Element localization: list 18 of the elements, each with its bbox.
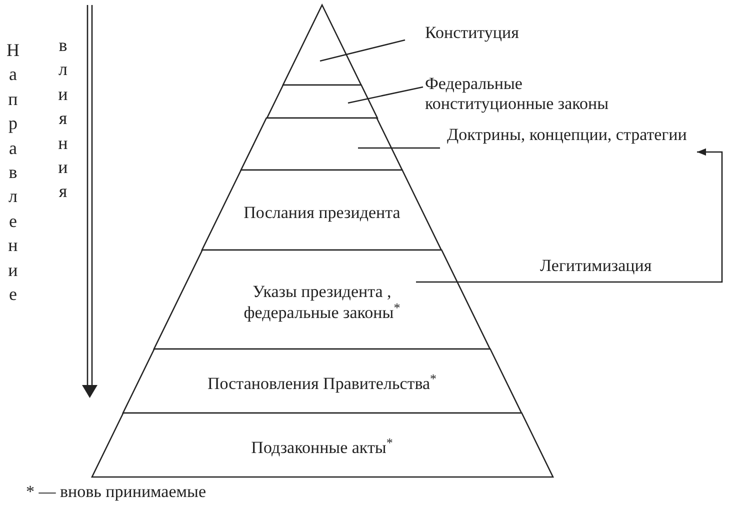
tier-label: Послания президента xyxy=(244,202,400,222)
leader-line xyxy=(348,86,424,104)
footnote: * — вновь принимаемые xyxy=(26,482,206,502)
pyramid-tier xyxy=(122,349,522,413)
callout-text: Конституция xyxy=(425,23,519,43)
pyramid-tier xyxy=(282,5,362,85)
tier-label: Подзаконные акты$^{*}$ xyxy=(251,436,393,458)
pyramid-tier xyxy=(154,250,490,349)
tier-label: Указы президента , федеральные законы$^{*}$ xyxy=(242,280,402,322)
arrow xyxy=(416,148,723,283)
vertical-caption: Направление xyxy=(6,39,20,306)
leader-line xyxy=(320,39,406,62)
tier-label: Постановления Правительства$^{*}$ xyxy=(207,372,437,394)
callout-text: Федеральные конституционные законы xyxy=(425,74,625,114)
vertical-caption: влияния xyxy=(57,34,69,204)
leader-line xyxy=(358,147,440,149)
callout-text: Доктрины, концепции, стратегии xyxy=(447,125,697,145)
pyramid-tier xyxy=(92,413,552,477)
